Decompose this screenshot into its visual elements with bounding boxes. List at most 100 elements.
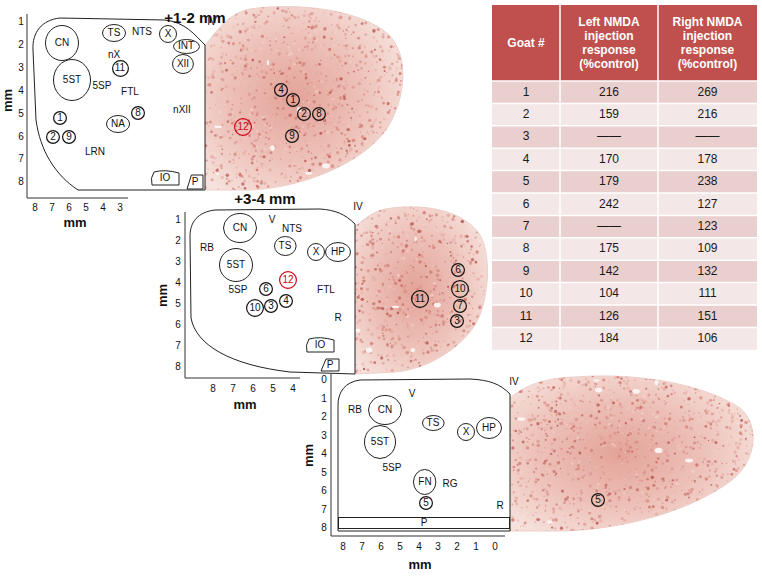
stain-speck <box>373 362 376 365</box>
stain-speck <box>470 305 471 306</box>
stain-speck <box>209 120 212 123</box>
stain-speck <box>391 24 392 25</box>
stain-speck <box>285 176 287 178</box>
stain-speck <box>385 175 387 177</box>
stain-speck <box>426 368 428 370</box>
stain-speck <box>214 164 217 167</box>
stain-speck <box>259 14 260 15</box>
stain-speck <box>376 240 379 243</box>
stain-speck <box>341 65 343 67</box>
stain-speck <box>457 254 459 256</box>
stain-speck <box>315 72 319 76</box>
stain-speck <box>320 60 321 61</box>
histology-section <box>205 7 403 190</box>
stain-speck <box>470 245 472 247</box>
stain-speck <box>248 134 251 137</box>
stain-speck <box>444 364 446 366</box>
stain-speck <box>287 26 289 28</box>
stain-speck <box>208 168 209 169</box>
stain-speck <box>256 12 258 14</box>
stain-speck <box>333 105 335 107</box>
stain-speck <box>213 172 214 173</box>
stain-speck <box>455 260 457 262</box>
stain-speck <box>401 347 404 350</box>
stain-speck <box>397 55 400 58</box>
stain-speck <box>364 138 366 140</box>
stain-speck <box>313 7 315 9</box>
stain-speck <box>366 239 367 240</box>
stain-speck <box>363 232 365 234</box>
stain-speck <box>416 346 418 348</box>
stain-speck <box>380 143 382 145</box>
stain-speck <box>390 217 393 220</box>
stain-speck <box>436 278 438 280</box>
stain-speck <box>287 44 288 45</box>
stain-speck <box>253 160 256 163</box>
stain-speck <box>377 264 379 266</box>
stain-speck <box>308 34 311 37</box>
stain-speck <box>312 25 314 27</box>
stain-speck <box>330 38 332 40</box>
stain-speck <box>400 243 403 246</box>
stain-speck <box>259 48 261 50</box>
stain-speck <box>295 57 298 60</box>
stain-speck <box>460 210 463 213</box>
stain-speck <box>288 114 292 118</box>
stain-speck <box>434 284 437 287</box>
stain-speck <box>337 129 339 131</box>
stain-speck <box>382 332 384 334</box>
stain-speck <box>383 80 386 83</box>
stain-speck <box>444 261 446 263</box>
stain-speck <box>371 254 374 257</box>
stain-speck <box>449 251 451 253</box>
stain-speck <box>451 310 453 312</box>
stain-speck <box>270 83 272 85</box>
stain-speck <box>273 80 274 81</box>
stain-speck <box>214 41 218 45</box>
stain-speck <box>287 46 290 49</box>
stain-speck <box>439 293 441 295</box>
stain-speck <box>389 233 391 235</box>
stain-speck <box>398 279 401 282</box>
stain-speck <box>467 260 469 262</box>
stain-speck <box>373 123 374 124</box>
stain-speck <box>460 211 462 213</box>
stain-speck <box>356 282 359 285</box>
stain-speck <box>462 367 465 370</box>
stain-speck <box>296 67 298 69</box>
stain-speck <box>305 28 307 30</box>
stain-speck <box>444 340 446 342</box>
stain-speck <box>454 345 456 347</box>
stain-speck <box>404 214 407 217</box>
stain-speck <box>229 185 230 186</box>
stain-speck <box>363 94 365 96</box>
stain-speck <box>486 324 488 326</box>
stain-speck <box>455 328 457 330</box>
stain-speck <box>436 270 439 273</box>
stain-speck <box>461 335 464 338</box>
stain-speck <box>388 237 390 239</box>
stain-speck <box>361 17 362 18</box>
stain-speck <box>469 239 473 243</box>
stain-speck <box>456 345 459 348</box>
stain-speck <box>363 284 366 287</box>
stain-speck <box>379 19 381 21</box>
stain-speck <box>234 116 235 117</box>
stain-speck <box>264 143 267 146</box>
stain-speck <box>274 13 276 15</box>
stain-speck <box>388 228 391 231</box>
stain-speck <box>456 361 457 362</box>
stain-speck <box>344 33 347 36</box>
stain-speck <box>379 323 380 324</box>
stain-speck <box>360 234 363 237</box>
stain-speck <box>263 147 267 151</box>
stain-speck <box>318 21 319 22</box>
stain-speck <box>243 62 245 64</box>
stain-speck <box>302 126 304 128</box>
stain-speck <box>406 219 408 221</box>
stain-speck <box>346 84 349 87</box>
stain-speck <box>272 11 275 14</box>
stain-speck <box>362 311 365 314</box>
stain-speck <box>480 351 482 353</box>
stain-speck <box>436 371 439 374</box>
